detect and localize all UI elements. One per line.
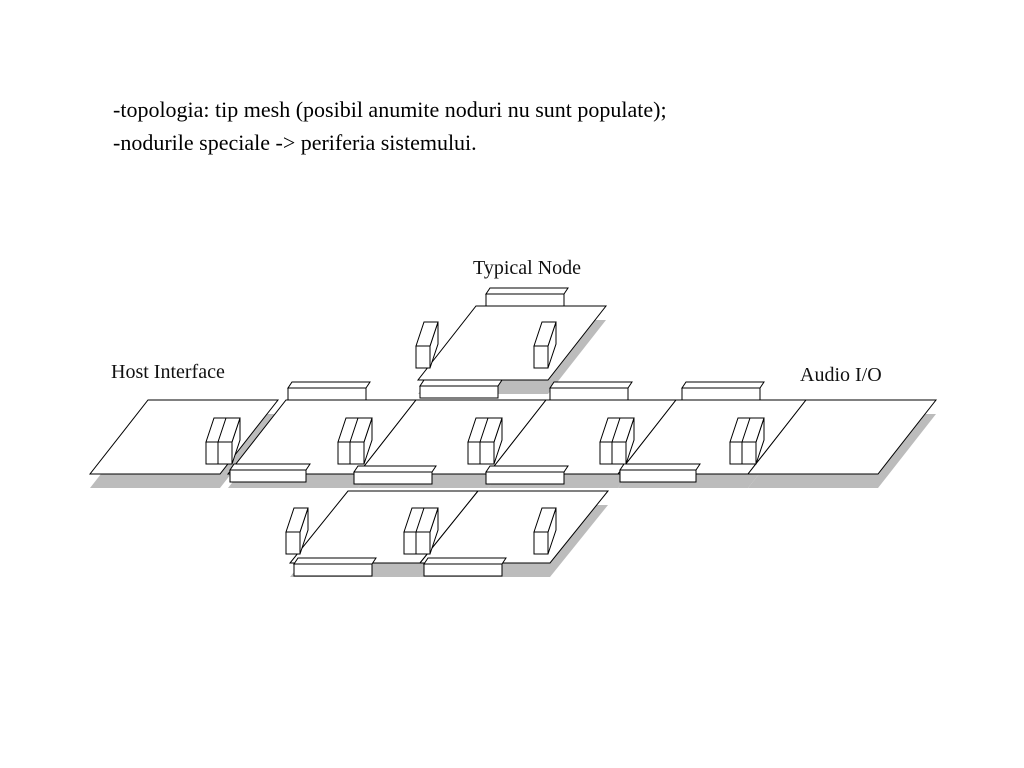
side-conn-4-audio-b [741,417,765,465]
audio-io-board [746,399,938,488]
conn-top-typical-front [485,293,565,307]
label-typical-node: Typical Node [473,257,581,279]
conn-top-r2-1-front [287,387,367,401]
conn-top-r2-2-top [419,379,503,387]
conn-top-r2-3-front [549,387,629,401]
conn-front-r2-4-top [619,463,701,471]
side-conn-1-2b-top [349,417,373,443]
conn-top-r2-4 [681,381,765,401]
conn-front-r3-1 [293,557,377,577]
side-conn-r3-left-top [285,507,309,533]
side-conn-1-2b-front [349,441,365,465]
conn-top-r3-1-front [353,471,433,485]
side-conn-host-2-top [217,417,241,443]
side-conn-r3-mid-b-front [415,531,431,555]
conn-front-r2-1 [229,463,311,483]
bullet-topology: -topologia: tip mesh (posibil anumite no… [113,97,667,122]
conn-top-r2-3 [549,381,633,401]
conn-front-r2-1-top [229,463,311,471]
typical-node-board-face [416,305,608,381]
typical-node-board [416,305,608,394]
side-conn-typical-left [415,321,439,369]
side-conn-3-4b-top [611,417,635,443]
conn-front-r3-2-top [423,557,507,565]
side-conn-typical-right-front [533,345,549,369]
side-conn-typical-left-top [415,321,439,347]
side-conn-3-4b-front [611,441,627,465]
conn-front-r2-4-front [619,469,697,483]
label-host-interface: Host Interface [111,361,225,383]
conn-top-r3-1 [353,465,437,485]
side-conn-host-2 [217,417,241,465]
side-conn-r3-left-front [285,531,301,555]
side-conn-2-3b [479,417,503,465]
conn-front-r3-2 [423,557,507,577]
conn-top-r2-4-front [681,387,761,401]
conn-top-r2-2-front [419,385,499,399]
label-audio-io: Audio I/O [800,364,882,386]
conn-top-typical-top [485,287,569,295]
side-conn-r3-right [533,507,557,555]
conn-front-r2-4 [619,463,701,483]
side-conn-r3-left [285,507,309,555]
conn-top-r2-1 [287,381,371,401]
conn-top-r3-1-top [353,465,437,473]
side-conn-r3-mid-b [415,507,439,555]
side-conn-typical-left-front [415,345,431,369]
conn-top-r3-2-top [485,465,569,473]
conn-top-r2-4-top [681,381,765,389]
conn-front-r3-2-front [423,563,503,577]
side-conn-2-3b-top [479,417,503,443]
side-conn-r3-right-top [533,507,557,533]
node-connectors [205,287,765,577]
conn-top-r3-2 [485,465,569,485]
conn-top-r2-2 [419,379,503,399]
side-conn-2-3b-front [479,441,495,465]
side-conn-3-4b [611,417,635,465]
side-conn-4-audio-b-front [741,441,757,465]
side-conn-typical-right [533,321,557,369]
side-conn-r3-mid-b-top [415,507,439,533]
side-conn-typical-right-top [533,321,557,347]
side-conn-r3-right-front [533,531,549,555]
conn-front-r3-1-front [293,563,373,577]
conn-top-r2-3-top [549,381,633,389]
conn-front-r2-1-front [229,469,307,483]
conn-top-r2-1-top [287,381,371,389]
side-conn-4-audio-b-top [741,417,765,443]
bullet-special-nodes: -nodurile speciale -> periferia sistemul… [113,130,477,155]
conn-top-typical [485,287,569,307]
side-conn-1-2b [349,417,373,465]
conn-top-r3-2-front [485,471,565,485]
conn-front-r3-1-top [293,557,377,565]
side-conn-host-2-front [217,441,233,465]
node-row3-2-face [418,490,610,564]
bullet-list: -topologia: tip mesh (posibil anumite no… [113,93,667,159]
audio-io-board-face [746,399,938,475]
